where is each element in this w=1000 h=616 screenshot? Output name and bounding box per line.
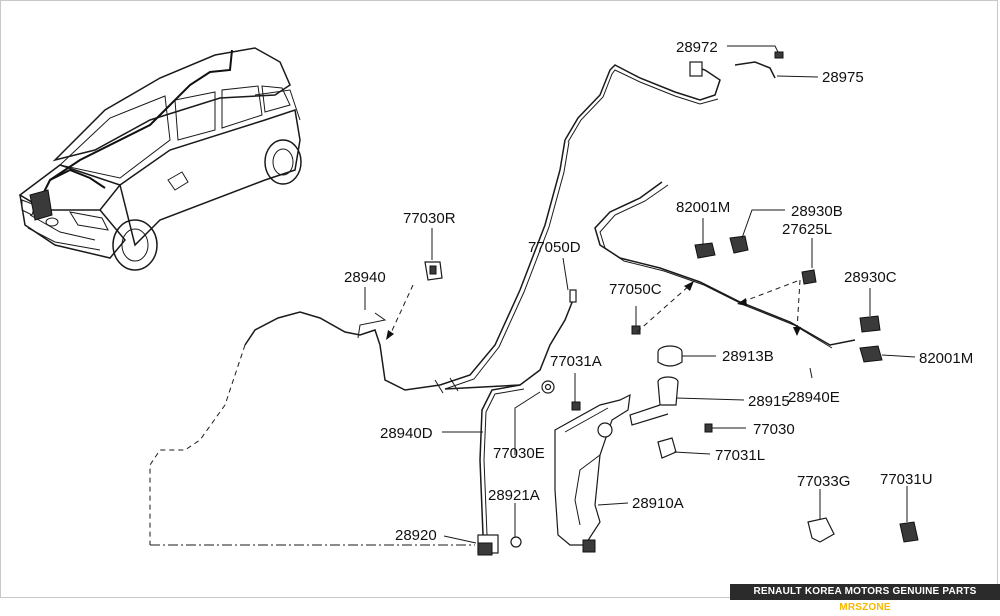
- label-28915: 28915: [748, 393, 790, 410]
- vehicle-illustration: [18, 47, 302, 271]
- label-28940D: 28940D: [380, 425, 433, 442]
- part-77030R-clip: [424, 261, 443, 281]
- part-77030-screw: [704, 423, 713, 433]
- part-28910A-reservoir: [554, 393, 631, 553]
- part-77031A-clip: [571, 401, 581, 411]
- part-28930C-connector: [859, 315, 881, 333]
- part-77031U-clip: [899, 521, 919, 543]
- part-28972-clip: [774, 51, 784, 59]
- footer-text: RENAULT KOREA MOTORS GENUINE PARTS: [753, 586, 977, 597]
- part-82001M-clip-top: [694, 242, 716, 259]
- part-77030E-grommet: [541, 380, 555, 394]
- part-28921A-grommet: [510, 536, 522, 548]
- label-77030E: 77030E: [493, 445, 545, 462]
- label-77030: 77030: [753, 421, 795, 438]
- label-28930C: 28930C: [844, 269, 897, 286]
- part-77033G-clip: [807, 517, 835, 543]
- label-28913B: 28913B: [722, 348, 774, 365]
- part-labels: 28972 28975 77030R 28940 77050D 82001M 2…: [344, 39, 973, 544]
- label-27625L: 27625L: [782, 221, 832, 238]
- label-82001M-right: 82001M: [919, 350, 973, 367]
- part-28913B-cap: [657, 345, 683, 367]
- label-77031A: 77031A: [550, 353, 602, 370]
- label-28920: 28920: [395, 527, 437, 544]
- hose-routing: [149, 64, 856, 546]
- part-28915-filler-neck: [629, 376, 679, 426]
- label-28930B: 28930B: [791, 203, 843, 220]
- washer-system-diagram: 28972 28975 77030R 28940 77050D 82001M 2…: [18, 39, 973, 556]
- part-77031L-bracket: [657, 437, 677, 459]
- label-28921A: 28921A: [488, 487, 540, 504]
- label-82001M-top: 82001M: [676, 199, 730, 216]
- part-82001M-clip-right: [859, 345, 883, 363]
- diagram-frame: [0, 0, 998, 598]
- label-77033G: 77033G: [797, 473, 850, 490]
- label-28972: 28972: [676, 39, 718, 56]
- part-28920-pump: [477, 534, 499, 556]
- leader-lines: [364, 45, 916, 544]
- label-28910A: 28910A: [632, 495, 684, 512]
- label-77031L: 77031L: [715, 447, 765, 464]
- part-27625L-nozzle: [801, 269, 817, 285]
- part-77050C-connector: [631, 325, 641, 335]
- label-28940: 28940: [344, 269, 386, 286]
- label-77050C: 77050C: [609, 281, 662, 298]
- source-footer: RENAULT KOREA MOTORS GENUINE PARTS MRSZO…: [730, 584, 1000, 613]
- part-77050D-connector: [569, 289, 577, 303]
- label-28975: 28975: [822, 69, 864, 86]
- label-77030R: 77030R: [403, 210, 456, 227]
- label-77050D: 77050D: [528, 239, 581, 256]
- footer-brand: MRSZONE: [839, 602, 891, 613]
- label-77031U: 77031U: [880, 471, 933, 488]
- label-28940E: 28940E: [788, 389, 840, 406]
- part-28975-connector: [689, 61, 776, 79]
- part-28930B-connector: [729, 235, 749, 254]
